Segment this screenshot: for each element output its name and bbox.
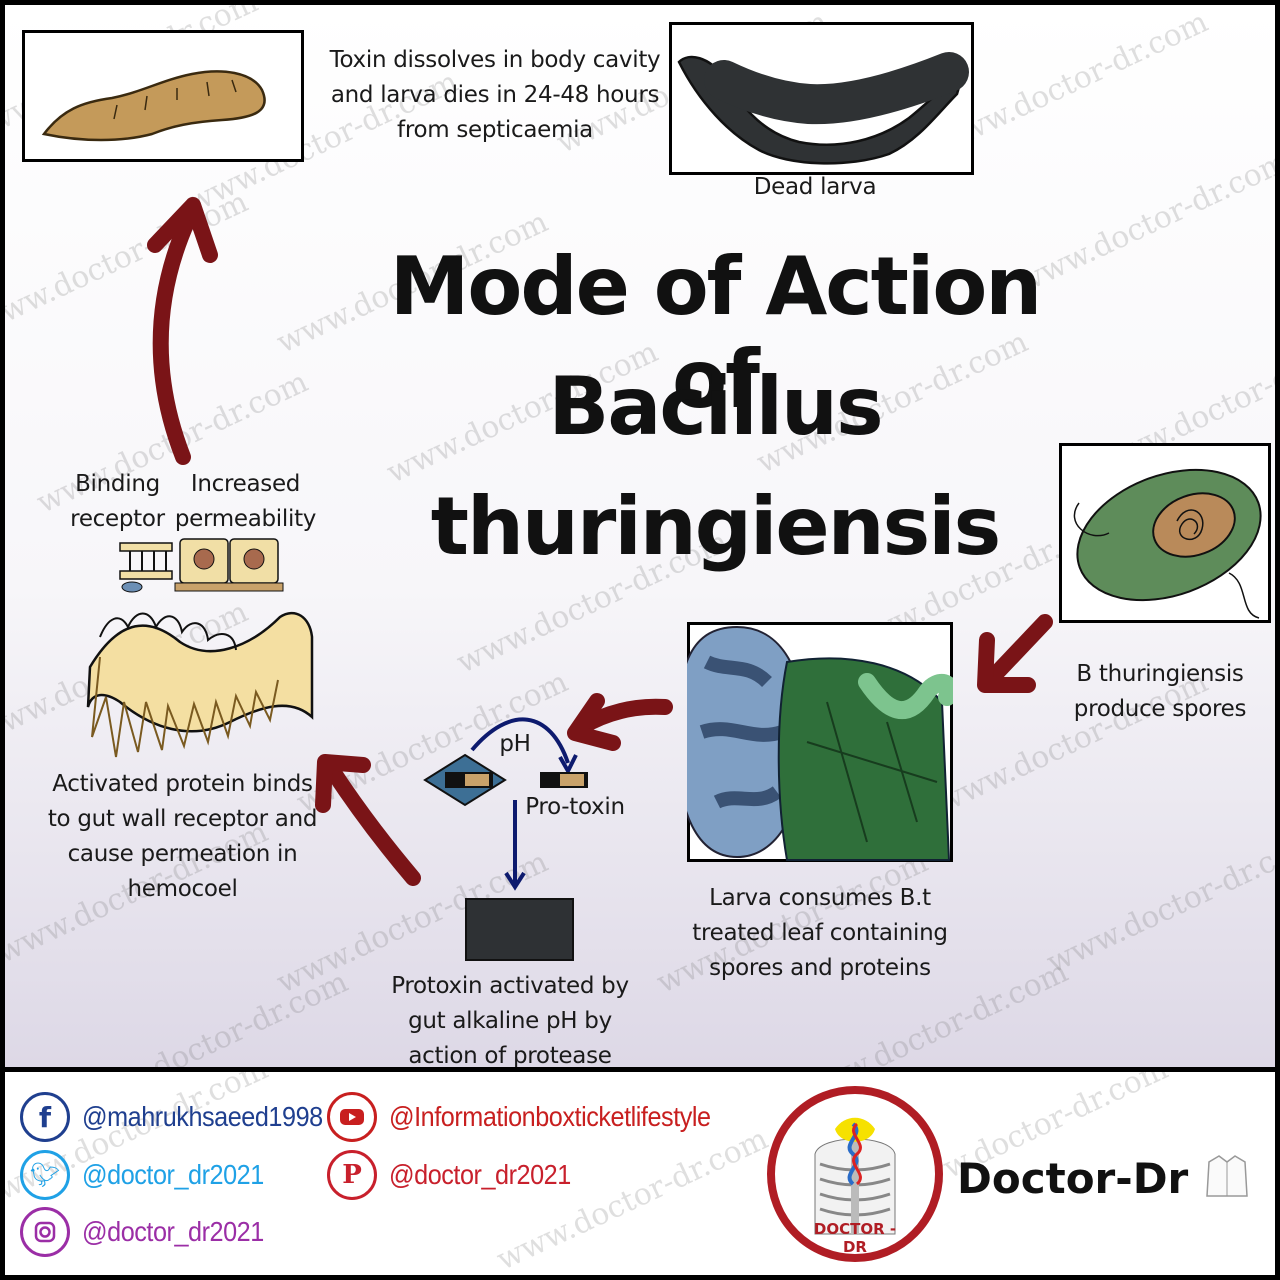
logo-ring-text: DOCTOR - DR xyxy=(800,1220,910,1256)
arrow-to-larva xyxy=(155,205,210,457)
instagram-handle: @doctor_dr2021 xyxy=(82,1216,264,1248)
facebook-link[interactable]: f @mahrukhsaeed1998 xyxy=(20,1092,349,1142)
pinterest-handle: @doctor_dr2021 xyxy=(389,1159,571,1191)
pinterest-link[interactable]: P @doctor_dr2021 xyxy=(327,1150,591,1200)
youtube-link[interactable]: @Informationboxticketlifestyle xyxy=(327,1092,746,1142)
social-footer: www.doctor-dr.com www.doctor-dr.com www.… xyxy=(5,1072,1275,1275)
twitter-handle: @doctor_dr2021 xyxy=(82,1159,264,1191)
twitter-icon: 🐦︎ xyxy=(20,1150,70,1200)
twitter-link[interactable]: 🐦︎ @doctor_dr2021 xyxy=(20,1150,284,1200)
diagram-panel: www.doctor-dr.com www.doctor-dr.com www.… xyxy=(5,5,1275,1067)
facebook-handle: @mahrukhsaeed1998 xyxy=(82,1101,323,1133)
arrow-spores-to-leaf xyxy=(985,622,1045,685)
process-arrows xyxy=(5,5,1275,1067)
lab-coat-icon xyxy=(1205,1152,1249,1200)
youtube-handle: @Informationboxticketlifestyle xyxy=(389,1101,711,1133)
instagram-link[interactable]: @doctor_dr2021 xyxy=(20,1207,284,1257)
instagram-icon xyxy=(20,1207,70,1257)
arrow-activation-to-gut xyxy=(323,762,413,878)
facebook-icon: f xyxy=(20,1092,70,1142)
youtube-icon xyxy=(327,1092,377,1142)
pinterest-icon: P xyxy=(327,1150,377,1200)
arrow-leaf-to-activation xyxy=(575,701,665,743)
brand-name: Doctor-Dr xyxy=(957,1154,1188,1203)
